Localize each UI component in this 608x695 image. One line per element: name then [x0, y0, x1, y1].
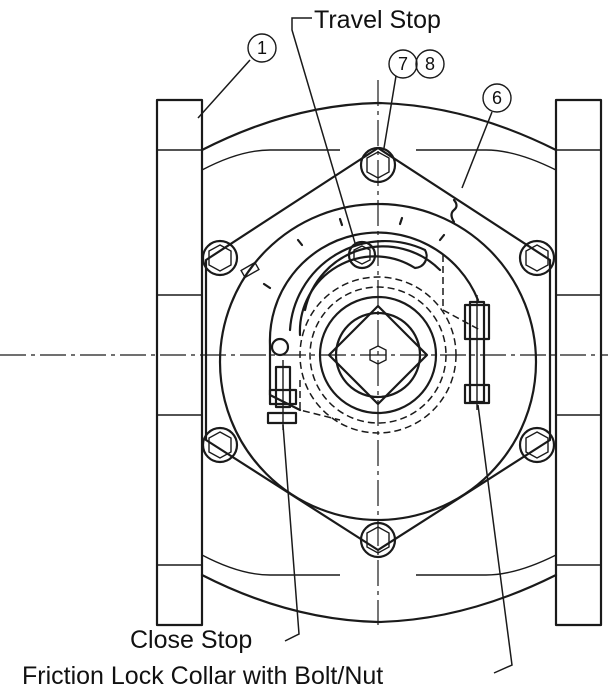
svg-text:8: 8: [425, 54, 435, 74]
bolt-lower-left: [201, 426, 239, 464]
travel-stop-slot: [270, 239, 428, 357]
balloon-6: 6: [482, 83, 512, 113]
valve-body: [200, 101, 558, 624]
bolt-top: [359, 146, 397, 184]
center-lines: [0, 80, 608, 625]
bolt-upper-right: [518, 239, 556, 277]
balloon-1: 1: [247, 33, 277, 63]
left-flange: [155, 98, 204, 627]
right-flange: [554, 98, 603, 627]
bolt-lower-right: [518, 426, 556, 464]
leader-lines: [197, 17, 513, 674]
svg-text:6: 6: [492, 88, 502, 108]
position-marks: [262, 216, 446, 290]
close-stop-label: Close Stop: [130, 626, 252, 654]
mounting-plate: [204, 146, 552, 552]
bolt-upper-left: [201, 239, 239, 277]
mounting-bolts: [201, 146, 556, 559]
travel-stop-label: Travel Stop: [314, 6, 441, 34]
close-stop-bolt: [266, 360, 298, 430]
svg-text:7: 7: [398, 54, 408, 74]
balloon-7: 7: [388, 49, 418, 79]
friction-lock-bolt: [463, 295, 491, 410]
svg-text:1: 1: [257, 38, 267, 58]
friction-lock-label: Friction Lock Collar with Bolt/Nut: [22, 662, 383, 690]
hub-assembly: [268, 231, 481, 434]
position-symbols: [240, 198, 458, 279]
bolt-bottom: [359, 521, 397, 559]
balloon-8: 8: [415, 49, 445, 79]
